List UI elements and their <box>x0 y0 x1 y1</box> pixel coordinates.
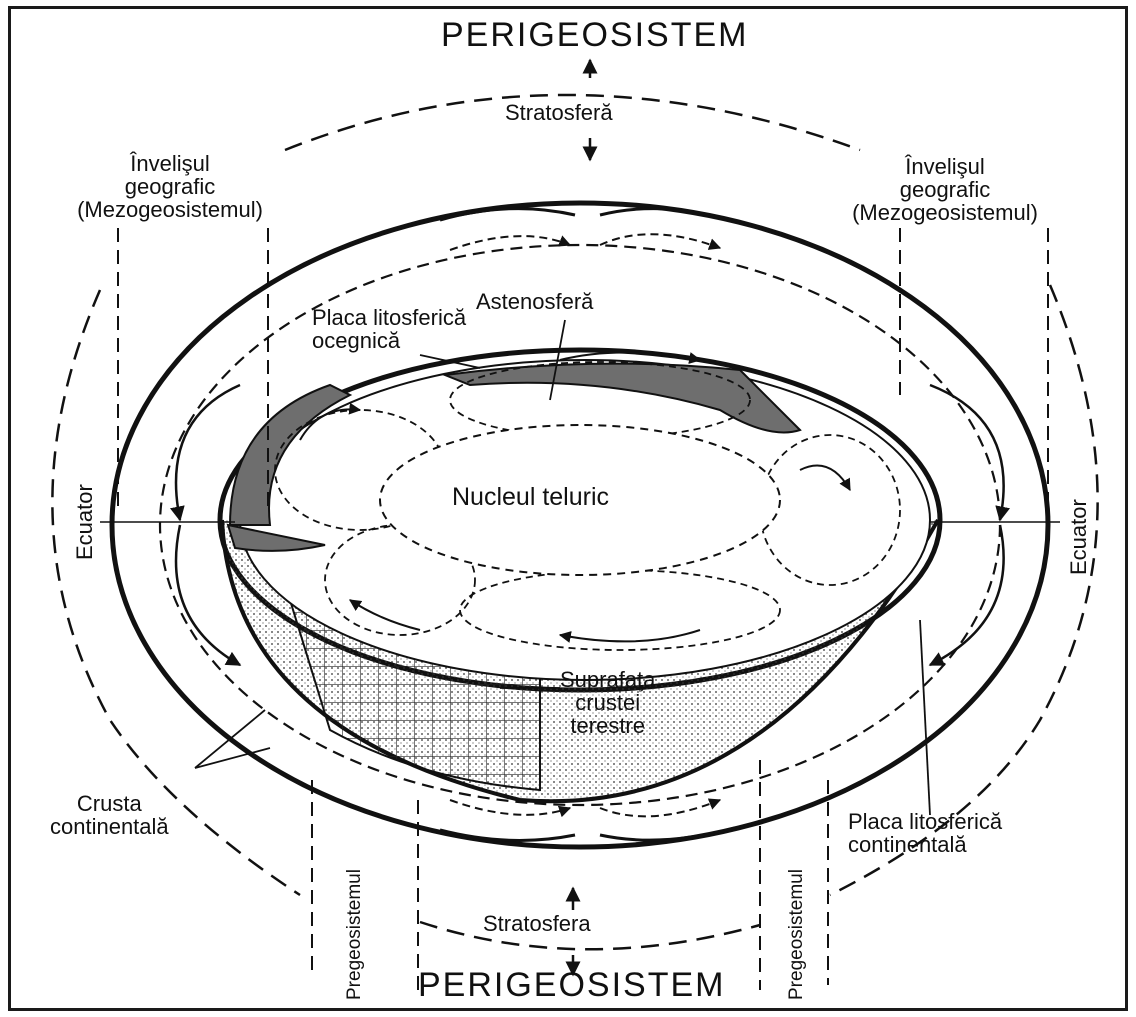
equator-right-label: Ecuator <box>1066 499 1092 575</box>
crust-surface-label: Suprafaţa crustei terestre <box>560 668 655 737</box>
pregeo-left-label: Pregeosistemul <box>344 869 366 1000</box>
asthenosphere-label: Astenosferă <box>476 290 593 313</box>
continental-plate-label: Placa litosferică continentală <box>848 810 1002 856</box>
continental-crust-label: Crusta continentală <box>50 792 169 838</box>
circulation-cells-bottom <box>440 800 735 840</box>
geo-envelope-left: Învelişul geografic (Mezogeosistemul) <box>30 152 310 221</box>
circulation-cells-top <box>440 209 730 250</box>
equator-left-label: Ecuator <box>72 484 98 560</box>
geo-envelope-right: Învelişul geografic (Mezogeosistemul) <box>800 155 1090 224</box>
oceanic-plate-label: Placa litosferică ocegnică <box>312 306 466 352</box>
pregeo-right-label: Pregeosistemul <box>786 869 808 1000</box>
nucleus-label: Nucleul teluric <box>452 484 609 510</box>
title-bottom: PERIGEOSISTEM <box>418 968 726 1004</box>
stratosphere-bottom: Stratosfera <box>483 912 591 935</box>
title-top: PERIGEOSISTEM <box>441 18 749 54</box>
stratosphere-top: Stratosferă <box>505 101 613 124</box>
